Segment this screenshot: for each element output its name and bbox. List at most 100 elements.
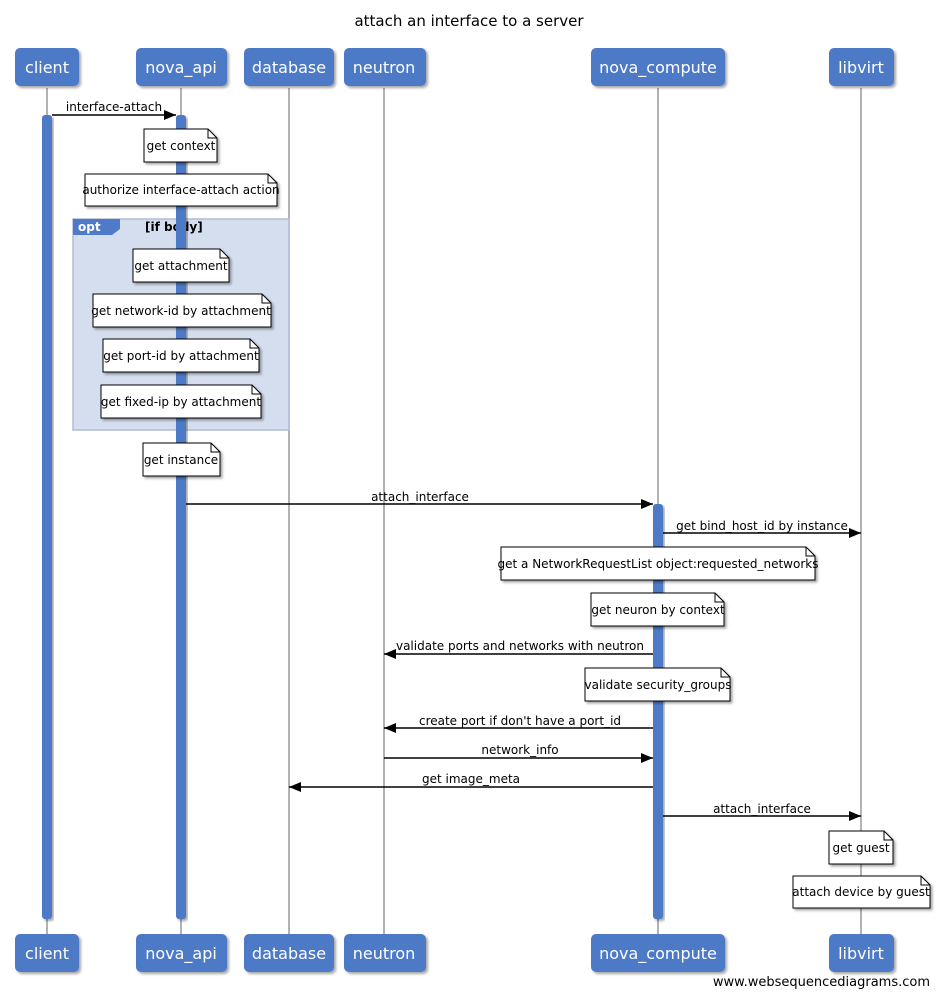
- participants-bottom: client nova_api database neutron nova_co…: [15, 934, 894, 972]
- note-fold: [261, 294, 271, 304]
- participant-nova-api-bottom: nova_api: [136, 934, 227, 972]
- participant-libvirt: libvirt: [829, 48, 894, 86]
- message-label: get bind_host_id by instance: [676, 519, 848, 533]
- note-fold: [267, 174, 277, 184]
- note-box: [132, 248, 230, 283]
- note-get-attachment: get attachment: [132, 248, 230, 283]
- message-label: attach_interface: [713, 802, 811, 816]
- note-box: [102, 338, 260, 373]
- participant-neutron-bottom-label: neutron: [353, 944, 416, 963]
- participant-database: database: [244, 48, 334, 86]
- note-text: get fixed-ip by attachment: [101, 395, 261, 409]
- note-attach-device: attach device by guest: [792, 875, 931, 909]
- participant-nova-compute-box: [591, 48, 725, 86]
- participant-nova-compute: nova_compute: [591, 48, 725, 86]
- note-box: [590, 592, 725, 627]
- participant-neutron-label: neutron: [353, 58, 416, 77]
- note-text: get guest: [832, 841, 889, 855]
- note-fold: [219, 249, 229, 259]
- participant-neutron-bottom-box: [344, 934, 426, 972]
- participant-nova-compute-bottom-box: [591, 934, 725, 972]
- note-box: [92, 293, 272, 328]
- note-get-fixed-ip: get fixed-ip by attachment: [100, 384, 262, 419]
- note-box: [142, 442, 221, 477]
- participant-nova-api-box: [136, 48, 227, 86]
- note-get-context: get context: [143, 128, 218, 163]
- note-text: get a NetworkRequestList object:requeste…: [498, 557, 819, 571]
- participant-nova-api: nova_api: [136, 48, 227, 86]
- note-network-request-list: get a NetworkRequestList object:requeste…: [498, 546, 819, 581]
- diagram-title: attach an interface to a server: [354, 12, 584, 30]
- participant-database-bottom: database: [244, 934, 334, 972]
- note-box: [84, 173, 278, 207]
- note-text: get instance: [144, 453, 218, 467]
- note-fold: [720, 668, 730, 678]
- note-fold: [249, 339, 259, 349]
- participant-client-bottom-box: [15, 934, 79, 972]
- note-validate-security-groups: validate security_groups: [584, 667, 732, 702]
- participant-client-bottom-label: client: [25, 944, 69, 963]
- message-label: get image_meta: [422, 772, 520, 786]
- participant-nova-compute-bottom-label: nova_compute: [599, 944, 717, 964]
- participant-neutron: neutron: [344, 48, 426, 86]
- participant-client-bottom: client: [15, 934, 79, 972]
- note-authorize: authorize interface-attach action: [82, 173, 280, 207]
- opt-label: opt: [78, 220, 101, 234]
- participant-libvirt-label: libvirt: [838, 58, 884, 77]
- note-box: [828, 830, 894, 865]
- messages: interface-attach attach_interface get bi…: [52, 100, 861, 821]
- participant-nova-compute-bottom: nova_compute: [591, 934, 725, 972]
- message-label: interface-attach: [66, 100, 162, 114]
- note-get-neuron: get neuron by context: [590, 592, 725, 627]
- note-box: [100, 384, 262, 419]
- activation-nova-api: [176, 115, 186, 919]
- note-text: get network-id by attachment: [91, 304, 271, 318]
- note-get-port-id: get port-id by attachment: [102, 338, 260, 373]
- participant-nova-api-bottom-label: nova_api: [145, 944, 217, 964]
- note-fold: [251, 385, 261, 395]
- participant-database-box: [244, 48, 334, 86]
- note-fold: [920, 876, 930, 886]
- message-label: attach_interface: [371, 490, 469, 504]
- participant-nova-api-label: nova_api: [145, 58, 217, 78]
- participant-libvirt-box: [829, 48, 894, 86]
- message-validate-ports: validate ports and networks with neutron: [384, 639, 653, 659]
- note-text: get attachment: [134, 259, 228, 273]
- message-attach-interface-libvirt: attach_interface: [663, 802, 861, 821]
- participant-libvirt-bottom-label: libvirt: [838, 944, 884, 963]
- note-fold: [883, 831, 893, 841]
- note-box: [143, 128, 218, 163]
- opt-condition: [if body]: [145, 220, 203, 234]
- participant-libvirt-bottom: libvirt: [829, 934, 894, 972]
- note-text: validate security_groups: [584, 678, 731, 692]
- note-fold: [210, 443, 220, 453]
- participant-libvirt-bottom-box: [829, 934, 894, 972]
- participant-database-label: database: [252, 58, 326, 77]
- note-get-instance: get instance: [142, 442, 221, 477]
- note-text: attach device by guest: [792, 885, 930, 899]
- note-text: get context: [147, 139, 216, 153]
- message-get-bind-host-id: get bind_host_id by instance: [663, 519, 861, 538]
- participant-client-box: [15, 48, 79, 86]
- participant-client: client: [15, 48, 79, 86]
- message-label: network_info: [481, 743, 558, 757]
- message-label: validate ports and networks with neutron: [396, 639, 644, 653]
- message-get-image-meta: get image_meta: [289, 772, 653, 792]
- note-text: authorize interface-attach action: [82, 183, 279, 197]
- note-fold: [207, 129, 217, 139]
- opt-frame-tab: [73, 219, 120, 235]
- note-fold: [805, 547, 815, 557]
- note-box: [792, 875, 931, 909]
- participants-top: client nova_api database neutron nova_co…: [15, 48, 894, 86]
- notes: get context authorize interface-attach a…: [82, 128, 931, 909]
- message-interface-attach: interface-attach: [52, 100, 176, 120]
- participant-nova-api-bottom-box: [136, 934, 227, 972]
- note-get-guest: get guest: [828, 830, 894, 865]
- participant-client-label: client: [25, 58, 69, 77]
- note-box: [584, 667, 731, 702]
- participant-database-bottom-label: database: [252, 944, 326, 963]
- note-get-network-id: get network-id by attachment: [91, 293, 272, 328]
- message-create-port: create port if don't have a port_id: [384, 714, 653, 733]
- activation-client: [42, 115, 52, 919]
